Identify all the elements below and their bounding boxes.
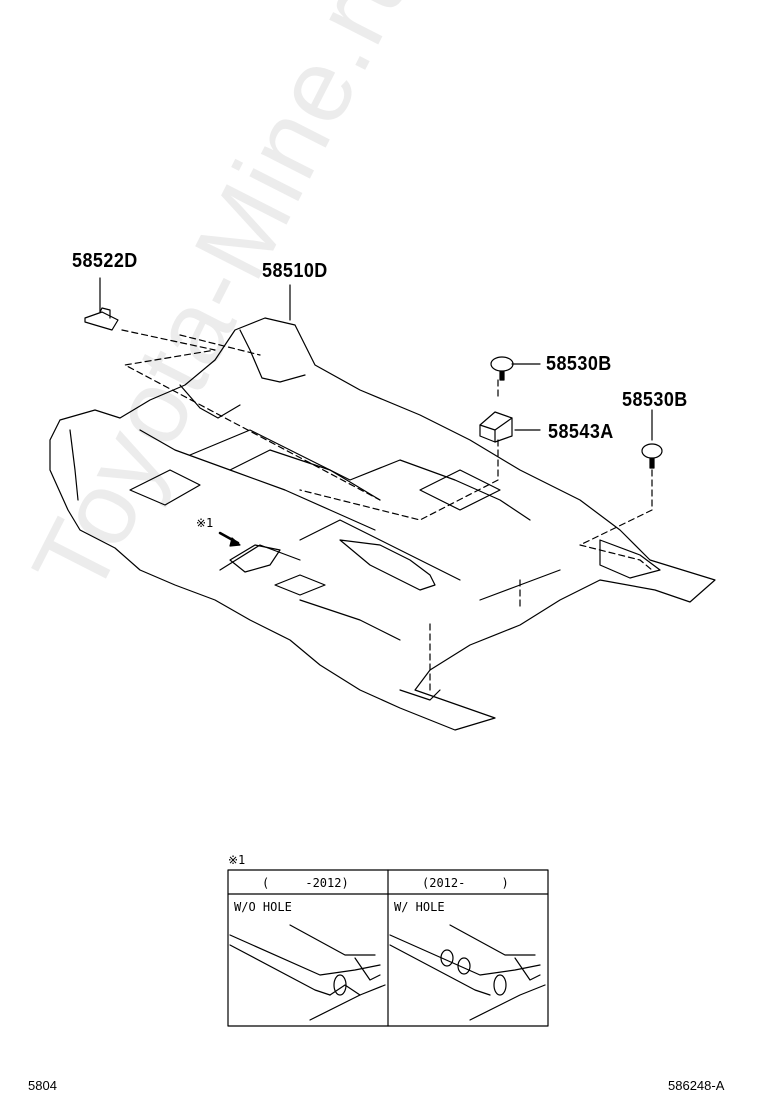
part-58522D-shape xyxy=(84,307,119,331)
part-label-58522D: 58522D xyxy=(72,250,138,272)
inset-frame xyxy=(227,869,549,1027)
inset-right-caption: W/ HOLE xyxy=(394,900,445,914)
carpet-outline xyxy=(49,317,716,731)
inset-right-drawing xyxy=(389,924,546,1021)
dashed-leaders xyxy=(121,329,653,691)
clip-58530B-right-shape xyxy=(641,443,663,469)
part-label-58530B: 58530B xyxy=(546,353,612,375)
pad-58543A-shape xyxy=(479,411,513,443)
footer-drawing-code: 586248-A xyxy=(668,1078,725,1093)
inset-left-caption: W/O HOLE xyxy=(234,900,292,914)
inset-marker: ※1 xyxy=(228,853,246,867)
inset-left-header: ( -2012) xyxy=(262,876,349,890)
inset-right-header: (2012- ) xyxy=(422,876,509,890)
note-marker: ※1 xyxy=(196,516,214,530)
part-label-58543A: 58543A xyxy=(548,421,614,443)
inset-left-drawing xyxy=(229,924,386,1021)
part-leaders xyxy=(99,277,653,441)
footer-page-code: 5804 xyxy=(28,1078,57,1093)
clip-58530B-shape xyxy=(490,356,514,381)
note-arrow xyxy=(218,531,241,547)
part-label-58530B-right: 58530B xyxy=(622,389,688,411)
part-label-58510D: 58510D xyxy=(262,260,328,282)
